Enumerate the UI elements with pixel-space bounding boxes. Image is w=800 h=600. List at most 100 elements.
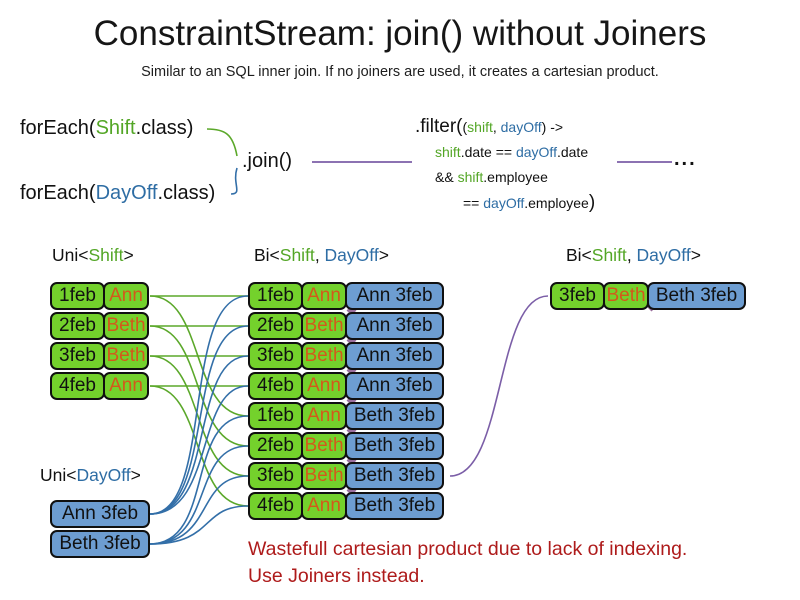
result-line bbox=[449, 295, 549, 477]
code-dayoff-class: DayOff bbox=[95, 182, 158, 204]
code-shift-param: shift bbox=[435, 144, 461, 160]
shift-wire bbox=[149, 385, 249, 507]
warning-line-1: Wastefull cartesian product due to lack … bbox=[248, 538, 688, 560]
dayoff-wire bbox=[149, 445, 249, 545]
code-shift-class: Shift bbox=[95, 117, 136, 139]
shift-date-cell: 4feb bbox=[248, 372, 303, 400]
label-uni-dayoff: Uni<DayOff> bbox=[40, 465, 141, 486]
shift-date-cell: 2feb bbox=[248, 312, 303, 340]
code-ellipsis: ... bbox=[674, 148, 697, 170]
label-text: > bbox=[690, 245, 701, 265]
label-text: , bbox=[626, 245, 637, 265]
shift-name-cell: Beth bbox=[301, 342, 347, 370]
label-text: Shift bbox=[88, 245, 124, 265]
code-text: == bbox=[463, 195, 484, 211]
shift-date-cell: 1feb bbox=[248, 282, 303, 310]
label-bi-main: Bi<Shift, DayOff> bbox=[254, 245, 389, 266]
shift-name-cell: Beth bbox=[103, 342, 149, 370]
bracket-shift-line bbox=[206, 128, 238, 157]
label-text: Uni< bbox=[40, 465, 77, 485]
label-text: Bi< bbox=[566, 245, 592, 265]
shift-name-cell: Ann bbox=[301, 372, 347, 400]
dayoff-cell: Ann 3feb bbox=[345, 312, 444, 340]
filter-line-1: .filter((shift, dayOff) -> bbox=[415, 114, 595, 140]
shift-name-cell: Ann bbox=[301, 402, 347, 430]
shift-name-cell: Ann bbox=[103, 372, 149, 400]
filter-line-4: == dayOff.employee) bbox=[415, 190, 595, 216]
dayoff-cell: Beth 3feb bbox=[345, 402, 444, 430]
label-text: > bbox=[378, 245, 389, 265]
shift-name-cell: Ann bbox=[103, 282, 149, 310]
label-bi-result: Bi<Shift, DayOff> bbox=[566, 245, 701, 266]
dayoff-wire bbox=[149, 355, 249, 515]
dayoff-cell: Ann 3feb bbox=[50, 500, 150, 528]
dayoff-cell: Beth 3feb bbox=[345, 432, 444, 460]
code-text: && bbox=[435, 169, 458, 185]
dayoff-wire bbox=[149, 475, 249, 545]
shift-date-cell: 2feb bbox=[248, 432, 303, 460]
shift-name-cell: Ann bbox=[301, 282, 347, 310]
dayoff-wire bbox=[149, 385, 249, 515]
shift-name-cell: Beth bbox=[103, 312, 149, 340]
code-filter: .filter((shift, dayOff) -> shift.date ==… bbox=[415, 114, 595, 216]
dayoff-cell: Beth 3feb bbox=[345, 462, 444, 490]
dayoff-wire bbox=[149, 295, 249, 515]
shift-date-cell: 3feb bbox=[248, 462, 303, 490]
shift-date-cell: 4feb bbox=[50, 372, 105, 400]
filter-line-3: && shift.employee bbox=[415, 165, 595, 190]
page-subtitle: Similar to an SQL inner join. If no join… bbox=[141, 64, 659, 80]
shift-date-cell: 4feb bbox=[248, 492, 303, 520]
dayoff-wire bbox=[149, 505, 249, 545]
code-join: .join() bbox=[242, 150, 293, 172]
bracket-dayoff-line bbox=[230, 167, 238, 195]
shift-date-cell: 3feb bbox=[550, 282, 605, 310]
table-row: Ann 3feb bbox=[50, 500, 150, 528]
code-dayoff-param: dayOff bbox=[483, 195, 525, 211]
shift-name-cell: Beth bbox=[603, 282, 649, 310]
table-row: Beth 3feb bbox=[50, 530, 150, 558]
label-text: DayOff bbox=[324, 245, 379, 265]
dayoff-wire bbox=[149, 415, 249, 545]
dayoff-cell: Ann 3feb bbox=[345, 372, 444, 400]
code-text: , bbox=[492, 119, 501, 135]
label-uni-shift: Uni<Shift> bbox=[52, 245, 134, 266]
label-text: Uni< bbox=[52, 245, 89, 265]
code-text: ( bbox=[462, 119, 468, 135]
code-text: .employee bbox=[524, 195, 589, 211]
code-text: .class) bbox=[135, 117, 194, 139]
dayoff-wire bbox=[149, 325, 249, 515]
code-text: forEach( bbox=[20, 117, 96, 139]
code-dayoff-param: dayOff bbox=[500, 119, 542, 135]
page-title: ConstraintStream: join() without Joiners bbox=[93, 14, 707, 53]
shift-wire bbox=[149, 325, 249, 447]
code-text: forEach( bbox=[20, 182, 96, 204]
label-text: > bbox=[130, 465, 141, 485]
shift-date-cell: 1feb bbox=[50, 282, 105, 310]
code-foreach-shift: forEach(Shift.class) bbox=[20, 117, 193, 140]
shift-date-cell: 1feb bbox=[248, 402, 303, 430]
filter-line-2: shift.date == dayOff.date bbox=[415, 140, 595, 165]
shift-date-cell: 2feb bbox=[50, 312, 105, 340]
shift-name-cell: Beth bbox=[301, 312, 347, 340]
label-text: Shift bbox=[279, 245, 315, 265]
code-text: .employee bbox=[483, 169, 548, 185]
shift-name-cell: Ann bbox=[301, 492, 347, 520]
shift-name-cell: Beth bbox=[301, 462, 347, 490]
dayoff-cell: Beth 3feb bbox=[50, 530, 150, 558]
dayoff-cell: Ann 3feb bbox=[345, 342, 444, 370]
code-text: ) bbox=[588, 192, 596, 213]
label-text: Bi< bbox=[254, 245, 280, 265]
code-text: .date == bbox=[460, 144, 516, 160]
warning-note: Wastefull cartesian product due to lack … bbox=[248, 536, 687, 590]
code-dayoff-param: dayOff bbox=[515, 144, 557, 160]
shift-date-cell: 3feb bbox=[248, 342, 303, 370]
